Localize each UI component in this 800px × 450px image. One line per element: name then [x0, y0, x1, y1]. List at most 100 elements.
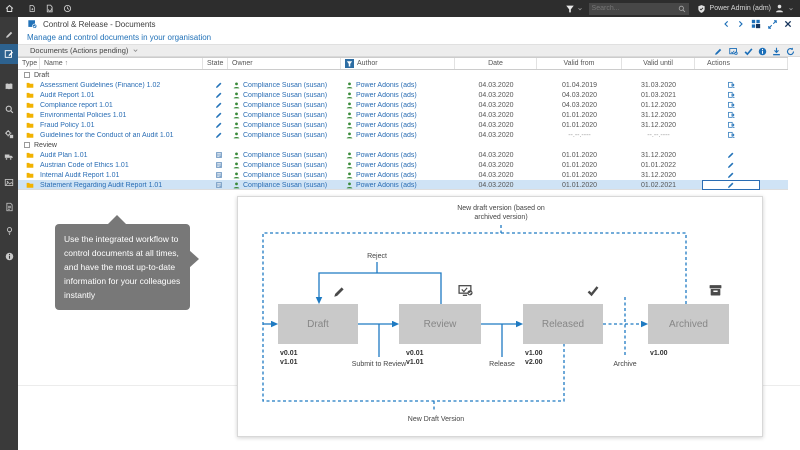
tiles-icon[interactable] [751, 19, 761, 29]
document-link[interactable]: Guidelines for the Conduct of an Audit 1… [40, 131, 174, 139]
sidebar-item-assets[interactable] [0, 148, 18, 166]
edit-icon[interactable] [727, 161, 735, 169]
filter-chevron-down-icon[interactable] [577, 6, 583, 12]
action-chip[interactable] [702, 120, 760, 130]
owner-cell[interactable]: Compliance Susan (susan) [228, 152, 341, 159]
col-name[interactable]: Name ↑ [40, 58, 203, 69]
view-selector[interactable]: Documents (Actions pending) [30, 46, 139, 55]
author-cell[interactable]: Power Adonis (ads) [341, 82, 455, 89]
refresh-icon[interactable] [786, 46, 795, 56]
author-cell[interactable]: Power Adonis (ads) [341, 92, 455, 99]
user-menu[interactable]: Power Admin (adm) [697, 4, 794, 14]
document-link[interactable]: Audit Report 1.01 [40, 91, 95, 99]
owner-name[interactable]: Compliance Susan (susan) [243, 101, 328, 109]
owner-name[interactable]: Compliance Susan (susan) [243, 121, 328, 129]
submit-icon[interactable] [727, 131, 736, 139]
sidebar-item-reports[interactable] [0, 173, 18, 191]
name-cell[interactable]: Fraud Policy 1.01 [40, 122, 203, 129]
author-name[interactable]: Power Adonis (ads) [356, 171, 417, 179]
home-icon[interactable] [5, 4, 14, 13]
table-row[interactable]: Internal Audit Report 1.01 Compliance Sus… [18, 170, 788, 180]
search-input[interactable] [591, 5, 678, 12]
table-row[interactable]: Fraud Policy 1.01 Compliance Susan (susan… [18, 120, 788, 130]
chevron-down-icon[interactable] [788, 6, 794, 12]
group-row[interactable]: Draft [18, 70, 788, 80]
document-link[interactable]: Internal Audit Report 1.01 [40, 171, 120, 179]
col-type[interactable]: Type [18, 58, 40, 69]
expand-icon[interactable] [768, 19, 777, 29]
submit-icon[interactable] [727, 121, 736, 129]
action-chip[interactable] [702, 110, 760, 120]
edit-icon[interactable] [727, 151, 735, 159]
document-link[interactable]: Assessment Guidelines (Finance) 1.02 [40, 81, 161, 89]
check-icon[interactable] [744, 47, 753, 56]
author-name[interactable]: Power Adonis (ads) [356, 181, 417, 189]
edit-icon[interactable] [727, 181, 735, 189]
name-cell[interactable]: Compliance report 1.01 [40, 102, 203, 109]
action-chip[interactable] [702, 100, 760, 110]
owner-cell[interactable]: Compliance Susan (susan) [228, 82, 341, 89]
sidebar-item-documents[interactable] [0, 44, 18, 64]
owner-name[interactable]: Compliance Susan (susan) [243, 111, 328, 119]
name-cell[interactable]: Environmental Policies 1.01 [40, 112, 203, 119]
name-cell[interactable]: Audit Report 1.01 [40, 92, 203, 99]
author-cell[interactable]: Power Adonis (ads) [341, 132, 455, 139]
action-chip[interactable] [702, 80, 760, 90]
action-chip[interactable] [702, 150, 760, 160]
name-cell[interactable]: Guidelines for the Conduct of an Audit 1… [40, 132, 203, 139]
owner-name[interactable]: Compliance Susan (susan) [243, 181, 328, 189]
chevron-right-icon[interactable] [737, 20, 744, 28]
edit-icon[interactable] [714, 47, 723, 56]
action-chip[interactable] [702, 90, 760, 100]
owner-cell[interactable]: Compliance Susan (susan) [228, 122, 341, 129]
page-subtitle[interactable]: Manage and control documents in your org… [27, 33, 212, 42]
document-link[interactable]: Compliance report 1.01 [40, 101, 113, 109]
owner-name[interactable]: Compliance Susan (susan) [243, 131, 328, 139]
owner-cell[interactable]: Compliance Susan (susan) [228, 112, 341, 119]
author-cell[interactable]: Power Adonis (ads) [341, 102, 455, 109]
owner-cell[interactable]: Compliance Susan (susan) [228, 92, 341, 99]
col-owner[interactable]: Owner [228, 58, 341, 69]
sidebar-item-book[interactable] [0, 77, 18, 95]
name-cell[interactable]: Austrian Code of Ethics 1.01 [40, 162, 203, 169]
document-link[interactable]: Fraud Policy 1.01 [40, 121, 95, 129]
document-link[interactable]: Statement Regarding Audit Report 1.01 [40, 181, 163, 189]
author-cell[interactable]: Power Adonis (ads) [341, 152, 455, 159]
table-row[interactable]: Austrian Code of Ethics 1.01 Compliance S… [18, 160, 788, 170]
group-checkbox[interactable] [24, 142, 30, 148]
author-name[interactable]: Power Adonis (ads) [356, 81, 417, 89]
sidebar-item-processes[interactable] [0, 125, 18, 143]
table-row[interactable]: Environmental Policies 1.01 Compliance Su… [18, 110, 788, 120]
sidebar-item-ideas[interactable] [0, 222, 18, 240]
owner-name[interactable]: Compliance Susan (susan) [243, 91, 328, 99]
group-checkbox[interactable] [24, 72, 30, 78]
submit-icon[interactable] [727, 81, 736, 89]
sidebar-item-info[interactable] [0, 247, 18, 265]
table-row[interactable]: Audit Plan 1.01 Compliance Susan (susan) P… [18, 150, 788, 160]
owner-cell[interactable]: Compliance Susan (susan) [228, 132, 341, 139]
action-chip[interactable] [702, 170, 760, 180]
col-valid-from[interactable]: Valid from [537, 58, 622, 69]
author-cell[interactable]: Power Adonis (ads) [341, 162, 455, 169]
name-cell[interactable]: Statement Regarding Audit Report 1.01 [40, 182, 203, 189]
filter-icon[interactable] [565, 4, 575, 14]
document-sync-icon[interactable] [45, 4, 54, 13]
table-row[interactable]: Assessment Guidelines (Finance) 1.02 Comp… [18, 80, 788, 90]
download-icon[interactable] [772, 47, 781, 56]
author-cell[interactable]: Power Adonis (ads) [341, 172, 455, 179]
document-link[interactable]: Environmental Policies 1.01 [40, 111, 127, 119]
author-name[interactable]: Power Adonis (ads) [356, 151, 417, 159]
owner-name[interactable]: Compliance Susan (susan) [243, 161, 328, 169]
owner-name[interactable]: Compliance Susan (susan) [243, 171, 328, 179]
owner-cell[interactable]: Compliance Susan (susan) [228, 162, 341, 169]
owner-name[interactable]: Compliance Susan (susan) [243, 81, 328, 89]
col-date[interactable]: Date [455, 58, 537, 69]
table-row[interactable]: Compliance report 1.01 Compliance Susan (… [18, 100, 788, 110]
owner-name[interactable]: Compliance Susan (susan) [243, 151, 328, 159]
sidebar-item-search[interactable] [0, 100, 18, 118]
author-name[interactable]: Power Adonis (ads) [356, 131, 417, 139]
sidebar-item-pencil[interactable] [0, 25, 18, 43]
owner-cell[interactable]: Compliance Susan (susan) [228, 102, 341, 109]
document-link[interactable]: Audit Plan 1.01 [40, 151, 88, 159]
col-valid-until[interactable]: Valid until [622, 58, 695, 69]
